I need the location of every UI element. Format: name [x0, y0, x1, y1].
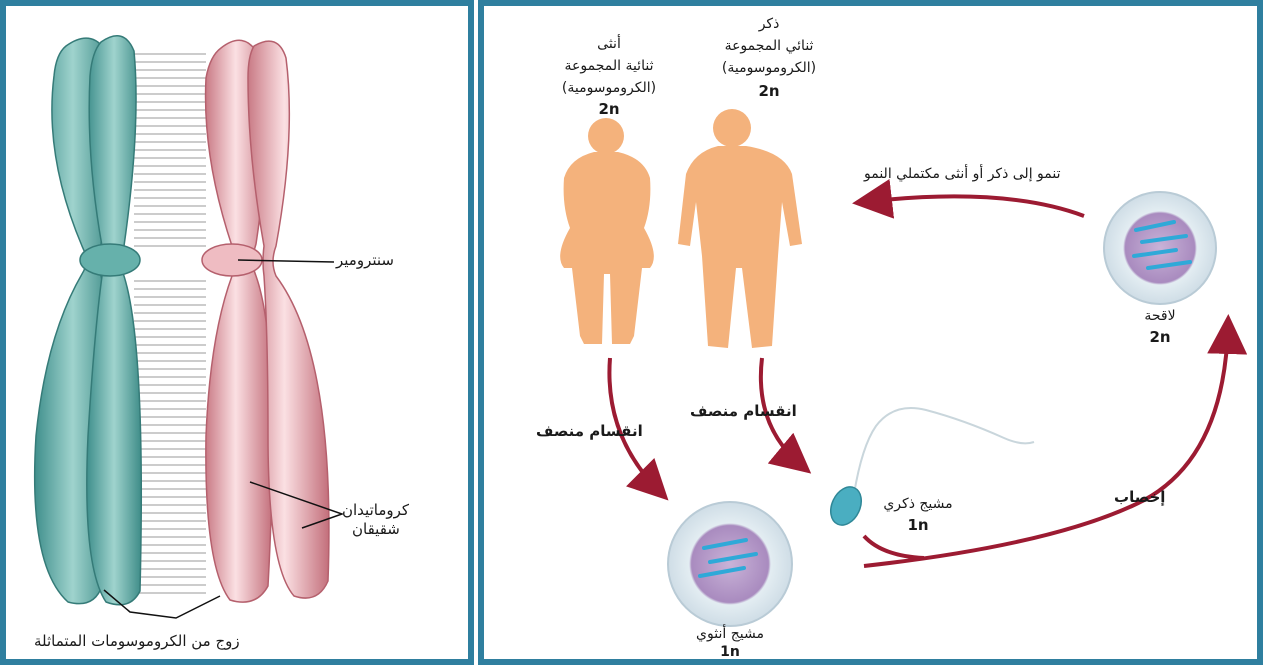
sister-chromatids-label-line2: شقيقان: [352, 520, 400, 538]
male-figure: [678, 109, 802, 348]
female-ploidy: 2n: [544, 100, 674, 118]
egg-ploidy: 1n: [680, 644, 780, 660]
life-cycle-panel: أنثى ثنائية المجموعة (الكروموسومية) 2n ذ…: [478, 0, 1263, 665]
teal-chromosome: [35, 36, 142, 605]
fertilization-label: إخصاب: [1114, 488, 1165, 506]
female-line1: ثنائية المجموعة: [544, 58, 674, 74]
meiosis-label-left: انقسام منصف: [536, 422, 643, 440]
grow-label: تنمو إلى ذكر أو أنثى مكتملي النمو: [864, 166, 1061, 182]
sperm-label: مشيج ذكري: [868, 496, 968, 512]
egg-label: مشيج أنثوي: [680, 626, 780, 642]
male-title: ذكر: [694, 16, 844, 32]
zygote-label: لاقحة: [1120, 308, 1200, 324]
pink-chromosome: [202, 40, 329, 602]
centromere-label: سنترومير: [336, 251, 394, 269]
zygote-ploidy: 2n: [1120, 328, 1200, 346]
female-title: أنثى: [544, 36, 674, 52]
chromosome-illustration: [6, 6, 468, 659]
sperm-ploidy: 1n: [868, 516, 968, 534]
male-ploidy: 2n: [694, 82, 844, 100]
homologous-pair-label: زوج من الكروموسومات المتماثلة: [34, 632, 240, 650]
egg-cell: [668, 502, 792, 626]
male-line1: ثنائي المجموعة: [694, 38, 844, 54]
homologous-chromosomes-panel: سنترومير كروماتيدان شقيقان زوج من الكروم…: [0, 0, 474, 665]
meiosis-label-right: انقسام منصف: [690, 402, 797, 420]
cohesion-lines: [134, 54, 206, 593]
sister-chromatids-label-line1: كروماتيدان: [342, 501, 409, 519]
female-line2: (الكروموسومية): [544, 80, 674, 96]
female-figure: [560, 118, 654, 344]
male-line2: (الكروموسومية): [694, 60, 844, 76]
zygote-cell: [1104, 192, 1216, 304]
